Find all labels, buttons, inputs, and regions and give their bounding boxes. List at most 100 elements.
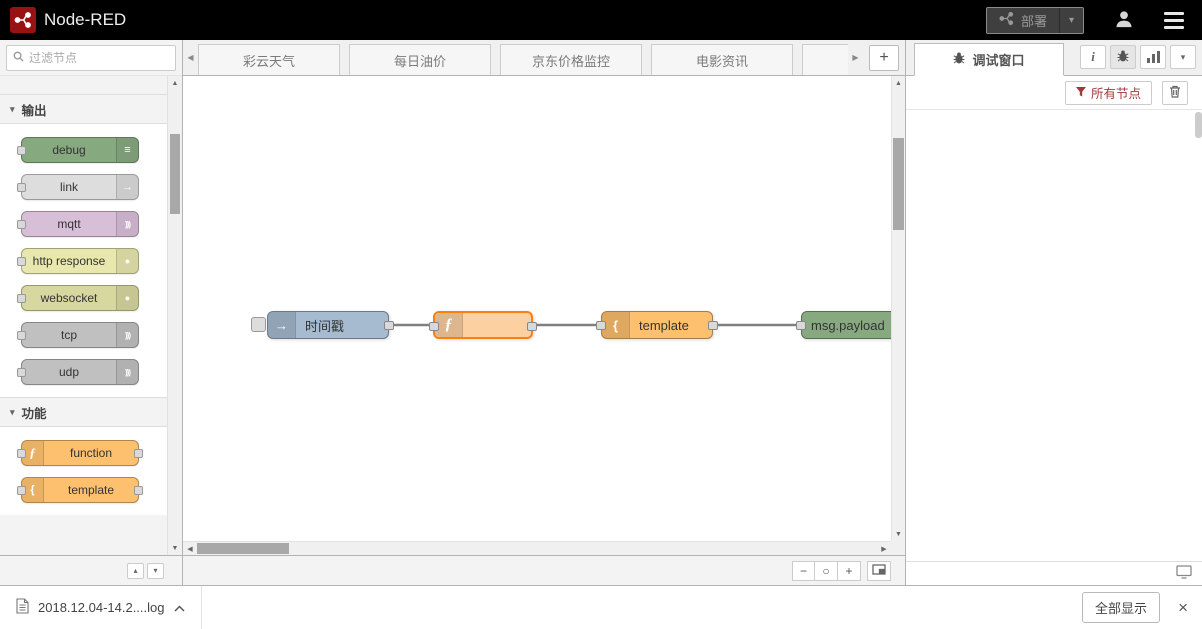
tab-jd-price-monitor[interactable]: 京东价格监控 xyxy=(500,44,642,75)
node-input-port xyxy=(17,183,26,192)
open-in-window-button[interactable] xyxy=(1176,565,1192,582)
function-node[interactable]: ƒ xyxy=(429,311,537,339)
navigator-icon xyxy=(872,563,886,578)
tab-caiyun-weather[interactable]: 彩云天气 xyxy=(198,44,340,75)
tab-daily-oil-price[interactable]: 每日油价 xyxy=(349,44,491,75)
input-port[interactable] xyxy=(429,322,439,331)
main-menu-button[interactable] xyxy=(1164,11,1184,29)
scroll-down-arrow[interactable]: ▼ xyxy=(171,544,179,552)
collapse-categories-button[interactable]: ▴ xyxy=(127,562,144,579)
debug-tab-button[interactable] xyxy=(1110,45,1136,69)
palette-node-template[interactable]: { template xyxy=(17,477,143,503)
zoom-in-button[interactable]: + xyxy=(838,560,861,581)
navigator-toggle-button[interactable] xyxy=(867,560,891,581)
palette-node-udp[interactable]: udp ))) xyxy=(17,359,139,385)
palette-node-debug[interactable]: debug ≡ xyxy=(17,137,139,163)
palette-node-link[interactable]: link → xyxy=(17,174,139,200)
user-menu-button[interactable] xyxy=(1114,9,1134,32)
node-output-port xyxy=(134,486,143,495)
scroll-left-arrow[interactable]: ◀ xyxy=(187,545,193,553)
scroll-down-arrow[interactable]: ▼ xyxy=(895,530,902,538)
sidebar-tabbar: 调试窗口 i ▾ xyxy=(906,40,1202,76)
canvas-vertical-scrollbar[interactable]: ▲ ▼ xyxy=(891,76,905,541)
wires[interactable] xyxy=(183,76,891,541)
expand-log-caret[interactable] xyxy=(173,600,185,615)
palette-node-label: template xyxy=(67,483,115,497)
sidebar-tabs-dropdown-button[interactable]: ▾ xyxy=(1170,45,1196,69)
tab-movie-info[interactable]: 电影资讯 xyxy=(651,44,793,75)
palette-node-function[interactable]: ƒ function xyxy=(17,440,143,466)
palette-search-input[interactable] xyxy=(29,50,169,65)
hamburger-icon xyxy=(1164,11,1184,29)
tab-label: 京东价格监控 xyxy=(531,53,610,69)
debug-messages-area[interactable] xyxy=(906,110,1202,561)
output-port[interactable] xyxy=(384,321,394,330)
zoom-controls: − ○ + xyxy=(792,560,861,581)
palette-node-label: debug xyxy=(52,143,86,157)
input-port[interactable] xyxy=(596,321,606,330)
info-tab-button[interactable]: i xyxy=(1080,45,1106,69)
palette-search-box[interactable] xyxy=(6,44,176,71)
flow-canvas[interactable]: → 时间戳 ƒ { template xyxy=(183,76,891,541)
output-port[interactable] xyxy=(708,321,718,330)
tab-scroll-right-button[interactable]: ▶ xyxy=(852,53,859,62)
tab-debug-window[interactable]: 调试窗口 xyxy=(914,43,1064,76)
scroll-right-arrow[interactable]: ▶ xyxy=(881,545,887,553)
palette-node-label: function xyxy=(69,446,113,460)
palette-category-function-body: ƒ function { template xyxy=(0,427,167,515)
palette-node-tcp[interactable]: tcp ))) xyxy=(17,322,139,348)
canvas-wrap: → 时间戳 ƒ { template xyxy=(183,76,905,555)
palette-node-websocket[interactable]: websocket ● xyxy=(17,285,139,311)
chevron-down-icon: ▾ xyxy=(10,406,15,417)
sidebar-tab-actions: i ▾ xyxy=(1080,45,1196,69)
inject-arrow-icon: → xyxy=(268,312,296,338)
header-actions: 部署 ▾ xyxy=(985,6,1202,34)
bug-icon xyxy=(953,52,965,67)
palette-category-output[interactable]: ▾ 输出 xyxy=(0,94,167,124)
log-file-name: 2018.12.04-14.2....log xyxy=(38,600,165,615)
zoom-reset-button[interactable]: ○ xyxy=(815,560,838,581)
deploy-button[interactable]: 部署 ▾ xyxy=(985,6,1084,34)
inject-trigger-button[interactable] xyxy=(251,317,266,332)
tab-http-config[interactable]: http 配 xyxy=(802,44,848,75)
debug-filter-button[interactable]: 所有节点 xyxy=(1064,80,1152,105)
node-red-logo-icon xyxy=(10,7,36,33)
input-port[interactable] xyxy=(796,321,806,330)
vertical-scrollbar-thumb[interactable] xyxy=(893,138,904,230)
output-port[interactable] xyxy=(527,322,537,331)
deploy-icon xyxy=(999,11,1014,29)
info-icon: i xyxy=(1091,49,1095,64)
palette-node-http-response[interactable]: http response ● xyxy=(17,248,139,274)
zoom-out-button[interactable]: − xyxy=(792,560,815,581)
debug-scrollbar-thumb[interactable] xyxy=(1195,112,1202,138)
scroll-up-arrow[interactable]: ▲ xyxy=(895,79,902,87)
palette-category-function[interactable]: ▾ 功能 xyxy=(0,397,167,427)
inject-node[interactable]: → 时间戳 xyxy=(251,311,394,339)
palette-node-mqtt[interactable]: mqtt ))) xyxy=(17,211,139,237)
template-node[interactable]: { template xyxy=(596,311,718,339)
palette-scrollbar[interactable]: ▲ ▼ xyxy=(167,76,182,555)
horizontal-scrollbar-thumb[interactable] xyxy=(197,543,289,554)
scroll-up-arrow[interactable]: ▲ xyxy=(171,79,179,87)
node-input-port xyxy=(17,146,26,155)
palette-scrollbar-thumb[interactable] xyxy=(170,134,180,214)
broadcast-icon: ))) xyxy=(116,360,138,384)
add-flow-button[interactable]: + xyxy=(869,44,899,71)
log-file-selector[interactable]: 2018.12.04-14.2....log xyxy=(0,586,202,629)
bug-icon xyxy=(1117,50,1129,65)
clear-debug-button[interactable] xyxy=(1162,80,1188,105)
palette-footer: ▴ ▾ xyxy=(0,555,182,585)
tab-scroll-left-button[interactable]: ◀ xyxy=(187,53,194,62)
sidebar-tab-label: 调试窗口 xyxy=(972,53,1025,68)
expand-categories-button[interactable]: ▾ xyxy=(147,562,164,579)
palette-node-label: http response xyxy=(32,254,106,268)
show-all-button[interactable]: 全部显示 xyxy=(1082,592,1161,623)
function-icon: ƒ xyxy=(435,313,463,337)
node-label xyxy=(463,313,481,337)
deploy-options-caret[interactable]: ▾ xyxy=(1059,7,1083,33)
debug-node[interactable]: msg.payload ≡ xyxy=(796,311,891,339)
tab-label: 每日油价 xyxy=(393,53,446,69)
dashboard-tab-button[interactable] xyxy=(1140,45,1166,69)
canvas-horizontal-scrollbar[interactable]: ◀ ▶ xyxy=(183,541,891,555)
close-icon[interactable]: × xyxy=(1178,598,1188,617)
